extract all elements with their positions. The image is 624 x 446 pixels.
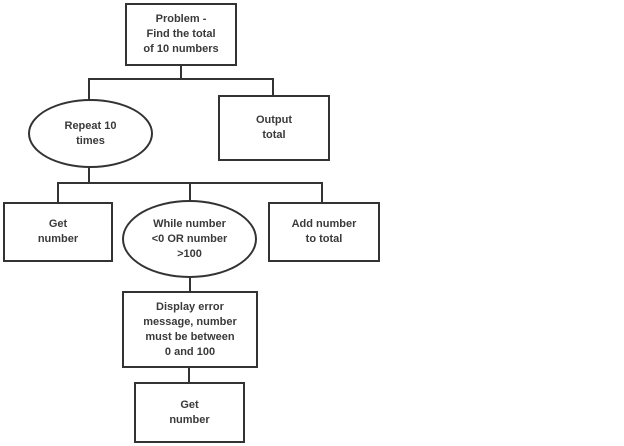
node-repeat-label: Repeat 10 times xyxy=(64,119,117,147)
node-get-number-last-label: Get number xyxy=(169,398,210,426)
node-display-error-label: Display error message, number must be be… xyxy=(143,300,237,358)
node-get-number-last: Get number xyxy=(134,382,245,443)
node-output-label: Output total xyxy=(255,114,293,141)
node-get-number-first-label: Get number xyxy=(37,218,79,245)
node-add-number-to-total: Add number to total xyxy=(268,202,380,262)
node-add-number-label: Add number to total xyxy=(291,218,357,245)
node-while-condition: While number <0 OR number >100 xyxy=(122,200,257,278)
node-output-total: Output total xyxy=(218,95,330,161)
node-repeat-10-times: Repeat 10 times xyxy=(28,99,153,168)
node-while-condition-label: While number <0 OR number >100 xyxy=(151,217,228,260)
node-display-error-message: Display error message, number must be be… xyxy=(122,291,258,368)
node-problem: Problem - Find the total of 10 numbers xyxy=(125,3,237,66)
node-get-number-first: Get number xyxy=(3,202,113,262)
node-problem-label: Problem - Find the total of 10 numbers xyxy=(143,13,219,55)
